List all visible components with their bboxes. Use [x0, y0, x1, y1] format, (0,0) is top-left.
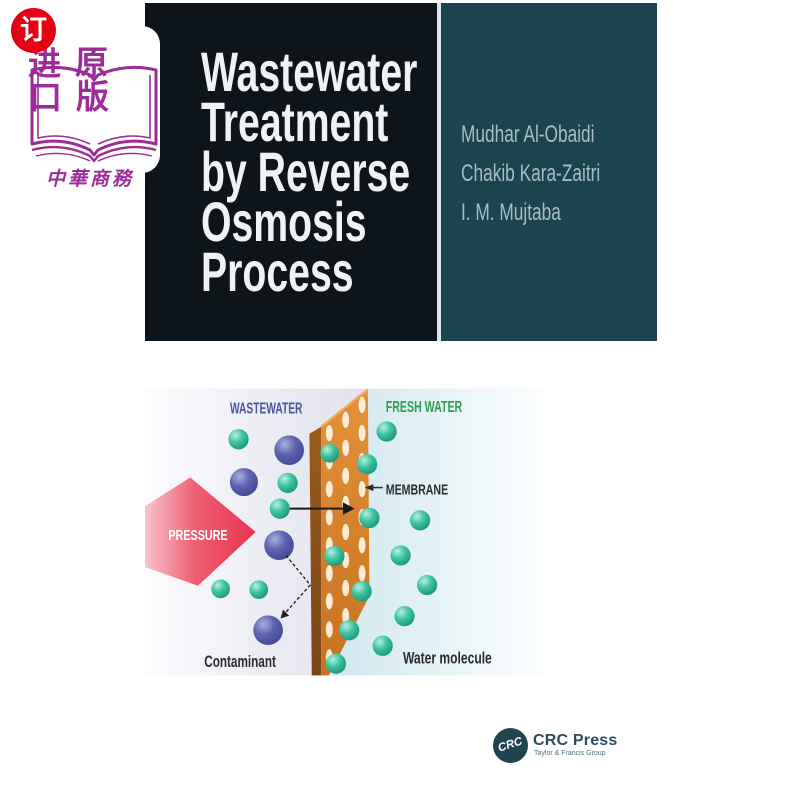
author-name: I. M. Mujtaba	[461, 199, 561, 226]
water-molecule	[394, 606, 415, 627]
membrane-pore	[325, 593, 333, 610]
water-molecule	[249, 580, 269, 600]
water-molecule	[390, 545, 411, 566]
membrane-pore	[358, 396, 366, 414]
membrane-pore	[342, 411, 350, 428]
title-line: Treatment	[201, 90, 389, 153]
contaminant-molecule	[253, 615, 283, 645]
title-line: Osmosis	[201, 190, 367, 253]
membrane-pore	[342, 467, 350, 485]
water-molecule	[356, 454, 378, 475]
contaminant-molecule	[229, 468, 258, 497]
water-molecule	[339, 620, 360, 641]
title-line: Process	[201, 240, 354, 303]
pressure-arrow	[145, 477, 256, 586]
membrane-pore	[358, 424, 366, 442]
publisher-name: CRC Press	[533, 732, 618, 749]
membrane-pore	[342, 523, 350, 541]
water-molecule-label: Water molecule	[403, 650, 492, 668]
panel-divider	[437, 3, 441, 341]
membrane-pointer	[364, 484, 383, 492]
membrane-pore	[342, 579, 350, 597]
permeate-arrow	[289, 502, 355, 515]
membrane-pore	[358, 480, 366, 498]
front-molecules	[320, 421, 438, 674]
contaminant-molecule	[274, 435, 304, 465]
book-cover: Wastewater Treatment by Reverse Osmosis …	[145, 3, 657, 716]
water-molecule	[211, 579, 230, 599]
water-molecule	[376, 421, 397, 442]
open-book-icon	[30, 65, 158, 163]
membrane-pore	[325, 565, 333, 582]
membrane-top-bevel	[320, 388, 369, 428]
contaminant-molecule	[264, 530, 294, 561]
water-molecule	[277, 472, 298, 494]
stamp-char-ban: 版	[76, 77, 109, 116]
title-line: by Reverse	[201, 140, 411, 203]
ro-process-diagram-svg: WASTEWATER FRESH WATER MEMBRANE PRESSURE…	[145, 388, 545, 676]
water-molecule	[320, 443, 340, 463]
stamp-char-kou: 口	[29, 78, 62, 117]
membrane-pore	[325, 424, 333, 442]
stamp-char-yuan: 原	[75, 43, 108, 82]
stamp-panel: 进 口 原 版 中華商務	[2, 26, 160, 190]
water-molecule	[351, 581, 372, 602]
membrane-pore	[325, 621, 333, 638]
water-molecule	[325, 653, 347, 674]
stamp-seal: 订	[11, 8, 56, 53]
water-molecule	[416, 574, 438, 596]
crc-logo-text: CRC	[496, 735, 525, 755]
water-molecule	[269, 498, 290, 519]
stamp-script-text: 中華商務	[46, 168, 135, 190]
membrane	[309, 388, 370, 676]
water-molecule	[228, 429, 249, 450]
cover-top-band: Wastewater Treatment by Reverse Osmosis …	[145, 3, 657, 341]
membrane-pore	[325, 480, 333, 498]
title-line: Wastewater	[201, 40, 418, 103]
membrane-edge	[309, 426, 322, 676]
wastewater-label: WASTEWATER	[230, 401, 302, 418]
membrane-pore	[342, 439, 350, 457]
title-panel: Wastewater Treatment by Reverse Osmosis …	[145, 3, 437, 341]
crc-logo-icon: CRC	[493, 728, 528, 763]
rejection-arrow	[280, 554, 312, 619]
membrane-pore	[325, 509, 333, 526]
ro-process-diagram: WASTEWATER FRESH WATER MEMBRANE PRESSURE…	[145, 348, 657, 716]
water-molecule	[324, 546, 345, 567]
water-molecule	[359, 507, 380, 529]
author-panel: Mudhar Al-Obaidi Chakib Kara-Zaitri I. M…	[441, 3, 657, 341]
freshwater-label: FRESH WATER	[386, 399, 462, 416]
left-molecules	[211, 429, 304, 645]
freshwater-region	[328, 388, 545, 676]
membrane-label: MEMBRANE	[386, 483, 448, 499]
author-list: Mudhar Al-Obaidi Chakib Kara-Zaitri I. M…	[461, 115, 600, 232]
publisher-tagline: Taylor & Francis Group	[534, 750, 606, 757]
author-name: Chakib Kara-Zaitri	[461, 160, 601, 187]
contaminant-label: Contaminant	[204, 653, 276, 671]
membrane-pore	[358, 537, 366, 554]
pressure-label: PRESSURE	[168, 528, 228, 544]
water-molecule	[372, 635, 393, 656]
water-molecule	[409, 510, 431, 531]
membrane-pore	[358, 565, 366, 582]
author-name: Mudhar Al-Obaidi	[461, 121, 595, 148]
book-title: Wastewater Treatment by Reverse Osmosis …	[201, 40, 418, 303]
